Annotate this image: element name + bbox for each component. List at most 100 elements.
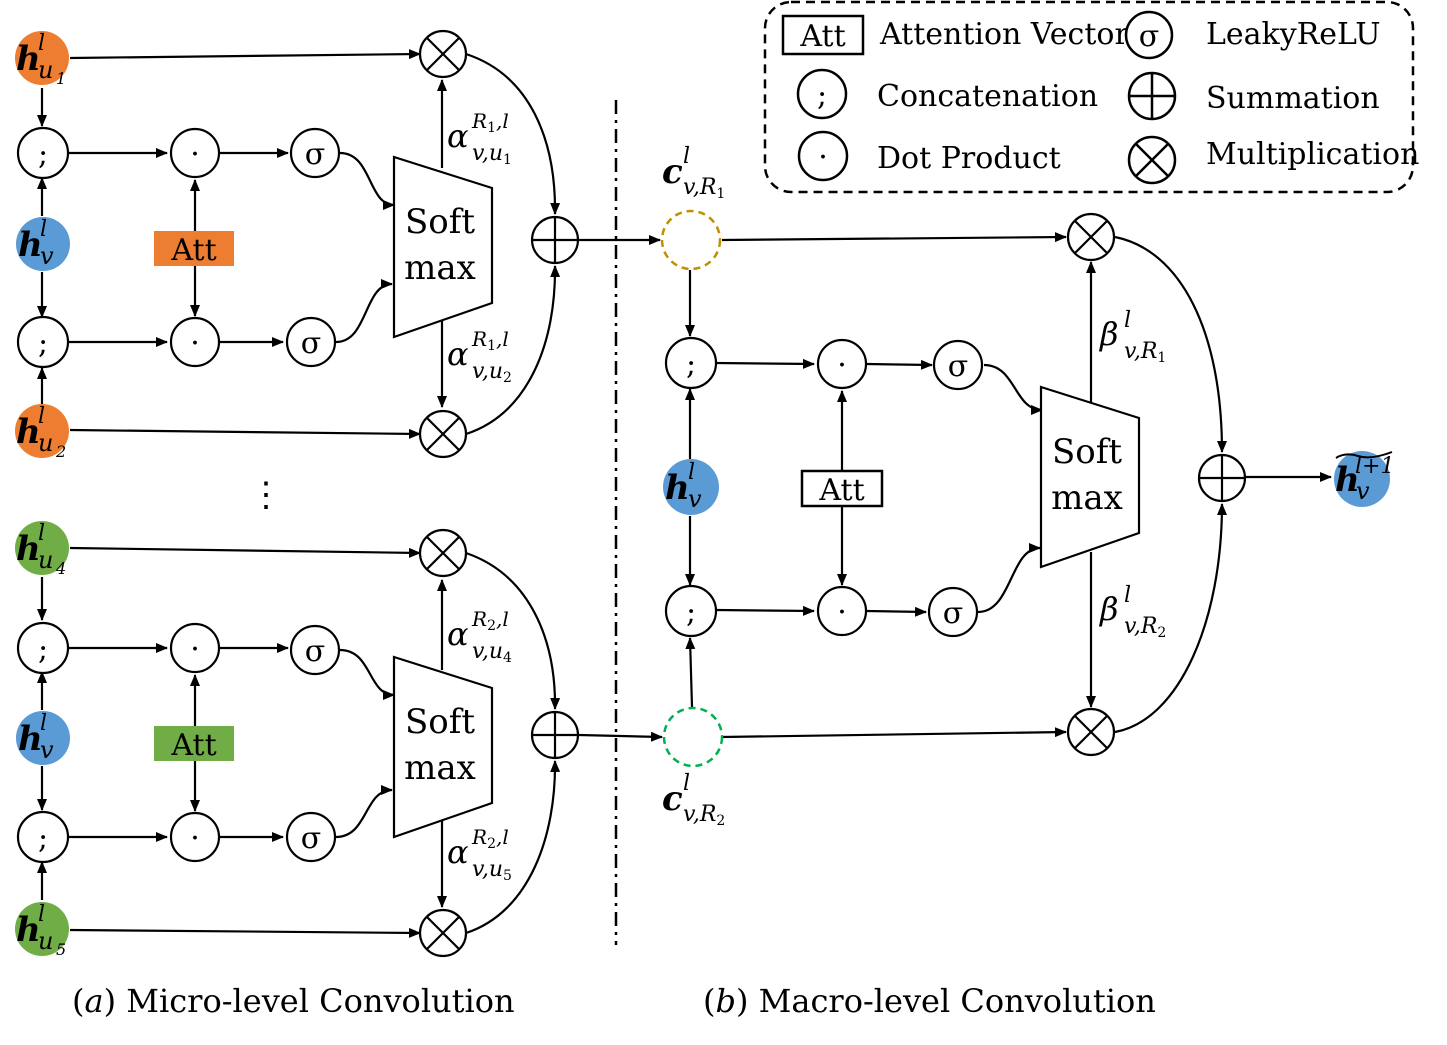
alpha-r2-u4-sub: v,u4 [472, 639, 512, 666]
label-c-r2: c [662, 779, 683, 819]
legend-att-box-text: Att [799, 19, 845, 54]
legend-mult-icon [1127, 135, 1177, 185]
node-h-u5-h: h [16, 910, 41, 950]
sigma-node [289, 624, 341, 676]
alpha-sup-comma: , [496, 109, 502, 133]
beta-r1: β [1099, 315, 1119, 353]
alpha-sub-comma: , [482, 639, 489, 664]
alpha-r1-u1-sup: R1,l [471, 109, 509, 136]
caption-macro-letter: b [715, 982, 735, 1020]
node-c-r2 [662, 706, 724, 768]
alpha-sub-v: v [472, 857, 485, 882]
alpha-sub-v: v [472, 141, 485, 166]
att-box-orange-text: Att [170, 233, 216, 268]
beta-sub-idx: 2 [1157, 625, 1166, 641]
node-h-u1-sub-idx: 1 [56, 69, 66, 88]
beta-r2-sup: l [1124, 583, 1131, 608]
dot-node [169, 127, 221, 179]
node-c-r1 [660, 209, 722, 271]
alpha-sub-comma: , [482, 141, 489, 166]
caption-macro: (b) Macro-level Convolution [703, 982, 1156, 1020]
sigma-node-symbol: σ [301, 326, 321, 361]
node-h-v-output-sub: v [1356, 477, 1370, 505]
node-h-v-bottom-sub: v [40, 736, 54, 764]
node-h-u5 [15, 902, 69, 956]
sum-node [1197, 453, 1247, 503]
c-sub-comma: , [693, 175, 700, 200]
sigma-node-symbol: σ [301, 821, 321, 856]
node-h-v-macro-h: h [665, 468, 690, 508]
att-box-white [800, 469, 884, 508]
alpha-sup-comma: , [496, 825, 502, 849]
dot-node [169, 316, 221, 368]
label-c-r1: c [662, 152, 683, 192]
node-h-v-top-sup: l [40, 217, 47, 242]
node-h-u4-sub-idx: 4 [55, 559, 66, 578]
alpha-sub-v: v [472, 359, 485, 384]
dot-node [816, 338, 868, 390]
node-h-u1 [15, 31, 69, 85]
alpha-r2-u4-sup: R2,l [471, 607, 509, 634]
c-sub-r: R [699, 802, 717, 827]
node-h-v-bottom [16, 711, 70, 765]
node-h-v-macro-sup: l [688, 460, 695, 485]
concat-node-symbol: ; [38, 137, 48, 172]
alpha-sub-idx: 5 [503, 868, 512, 884]
mult-node [1066, 212, 1116, 262]
node-h-u1-sub: u [38, 56, 53, 84]
alpha-sup-l: l [502, 607, 508, 631]
sum-node [530, 710, 580, 760]
legend: Att Attention Vector σ LeakyReLU ; Conca… [763, 0, 1419, 194]
legend-sum-label: Summation [1206, 81, 1380, 116]
node-h-v-output-sup: l+1 [1355, 454, 1394, 479]
micro-block-r2: h l u 4 h l v h l u 5 ; ; · · Att σ σ So… [15, 521, 663, 959]
node-h-u2-sub-idx: 2 [55, 442, 66, 461]
beta-sub-v: v [1124, 614, 1137, 639]
node-h-u4 [15, 521, 69, 575]
sigma-node-symbol: σ [943, 596, 963, 631]
legend-concat-icon [796, 68, 848, 120]
sigma-node-symbol: σ [305, 137, 325, 172]
mult-node [418, 528, 468, 578]
concat-node [664, 584, 718, 638]
label-c-r1-sub: v,R1 [683, 175, 725, 202]
sigma-node [927, 586, 979, 638]
alpha-sub-v: v [472, 639, 485, 664]
node-h-u2 [15, 404, 69, 458]
beta-sub-v: v [1124, 339, 1137, 364]
alpha-sub-comma: , [482, 857, 489, 882]
sigma-node [285, 811, 337, 863]
concat-node-symbol: ; [38, 821, 48, 856]
dot-node-symbol: · [190, 326, 200, 361]
mult-node [1066, 707, 1116, 757]
node-h-u2-sub: u [38, 429, 53, 457]
alpha-sup-r: R [471, 607, 487, 631]
alpha-sup-idx: 1 [487, 120, 496, 136]
dot-node-symbol: · [190, 821, 200, 856]
alpha-sub-comma: , [482, 359, 489, 384]
alpha-sup-idx: 2 [487, 618, 496, 634]
alpha-sup-comma: , [496, 327, 502, 351]
concat-node [16, 810, 70, 864]
node-h-v-bottom-sup: l [40, 711, 47, 736]
beta-r1-sub: v,R1 [1124, 339, 1166, 366]
legend-att-box [781, 14, 865, 56]
node-h-u5-sup: l [38, 902, 45, 927]
dot-node [169, 622, 221, 674]
node-h-v-output [1334, 451, 1390, 507]
concat-node-symbol: ; [686, 595, 696, 630]
sigma-node-symbol: σ [305, 634, 325, 669]
alpha-r2-u5-sup: R2,l [471, 825, 509, 852]
beta-sub-comma: , [1134, 339, 1141, 364]
tilde-mark [1335, 451, 1393, 459]
alpha-sup-idx: 1 [487, 338, 496, 354]
alpha-sup-r: R [471, 327, 487, 351]
alpha-r2-u5: α [447, 833, 469, 871]
alpha-sub-idx: 4 [503, 650, 512, 666]
legend-dot-label: Dot Product [877, 141, 1061, 176]
node-h-u5-sub-idx: 5 [56, 940, 66, 959]
alpha-r1-u1: α [447, 117, 469, 155]
alpha-r1-u2-sup: R1,l [471, 327, 509, 354]
node-h-v-output-h: h [1335, 460, 1360, 500]
softmax-block [392, 655, 494, 839]
